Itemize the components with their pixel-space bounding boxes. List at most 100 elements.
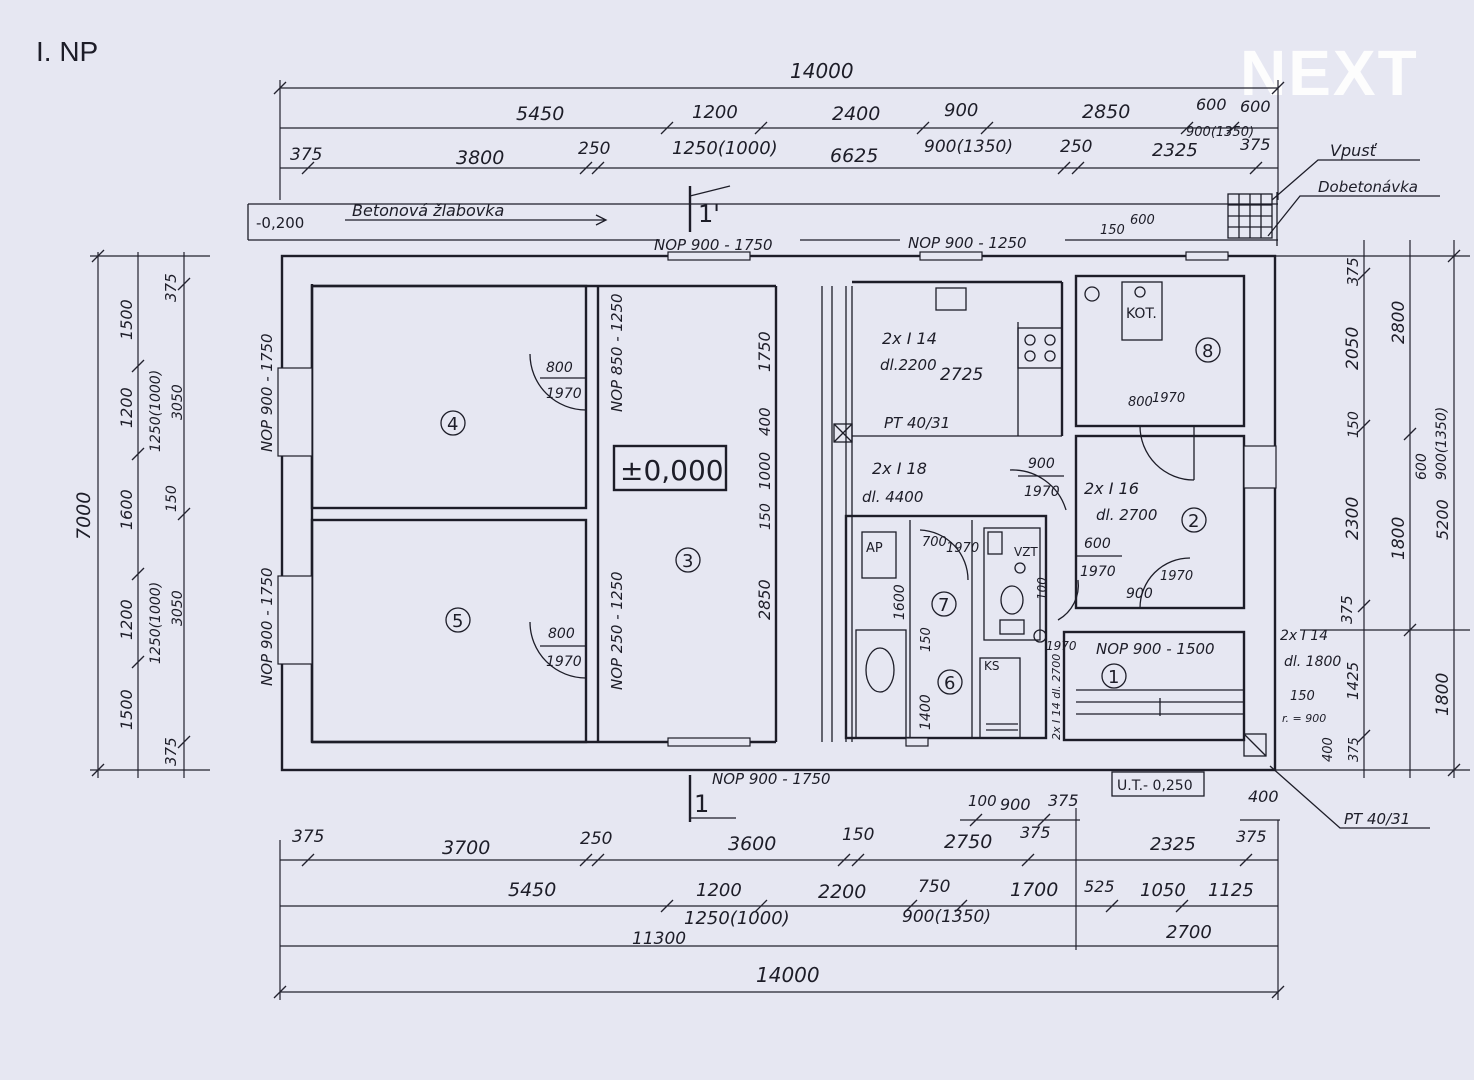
vzt-label: VZT (1014, 545, 1038, 559)
dim-top-r2-6: 600 (1196, 95, 1227, 114)
door-1970-b: 1970 (546, 654, 582, 670)
dim-bot-r3-1: 5450 (508, 879, 556, 901)
leader-lines-right (1267, 159, 1440, 237)
dim-bot-r2-5: 150 (842, 825, 874, 845)
gutter-label: Betonová žlabovka (352, 201, 504, 220)
door-900-b: 900 (1126, 586, 1153, 602)
vpust-label: Vpusť (1330, 141, 1378, 160)
dim-top-overall: 14000 (790, 59, 854, 83)
room-3-walls (774, 286, 853, 742)
dim-bot-r2-4: 3600 (728, 833, 776, 855)
door-1970-g: 1970 (1160, 569, 1193, 584)
dim-top-r3-1: 375 (290, 145, 322, 165)
section-bottom-label: 1 (694, 790, 709, 818)
dimension-lines-bottom (273, 808, 1285, 1000)
bottom-dimension-texts: 100 900 375 400 375 3700 250 3600 150 27… (292, 787, 1279, 987)
dimension-lines-right (1269, 240, 1470, 829)
kitchen-walls (833, 280, 1064, 443)
dim-right-r1-1: 375 (1344, 257, 1362, 286)
dim-right-r3-2: 900(1350) (1434, 407, 1450, 480)
dim-right-r3-1: 600 (1414, 453, 1430, 480)
gutter-strip (247, 192, 1278, 246)
dim-bot-r3-4: 750 (918, 877, 950, 897)
dim-right-r1-5: 375 (1338, 595, 1356, 624)
dim-right-r2-1: 2800 (1389, 301, 1409, 344)
dim-top-r3-5: 6625 (830, 145, 878, 167)
door-1970-d: 1970 (1024, 484, 1060, 500)
dim-bot-r1-2: 900 (1000, 795, 1031, 814)
dim-left-r3-3: 150 (164, 485, 180, 512)
room-8-label: 8 (1202, 341, 1213, 362)
door-800-a: 800 (546, 360, 573, 376)
dobetonavka-label: Dobetonávka (1318, 178, 1418, 196)
dim-v-150: 150 (758, 503, 774, 530)
dim-bot-r2-6: 2750 (944, 831, 992, 853)
door-800-b: 800 (548, 626, 575, 642)
room-side-labels: NOP 900 - 1750 NOP 900 - 1750 NOP 850 - … (258, 293, 1063, 740)
dim-bot-r3-5: 1700 (1010, 879, 1058, 901)
dim-right-r2-3: 1800 (1433, 673, 1453, 716)
dimension-lines-left (90, 249, 210, 778)
dim-v-1600: 1600 (892, 584, 908, 620)
top-labels: -0,200 Betonová žlabovka Vpusť Dobetonáv… (256, 141, 1418, 254)
dim-top-r3-6: 900(1350) (924, 137, 1013, 157)
dim-top-r3-8: 2325 (1152, 140, 1198, 161)
dim-bot-r1-4: 400 (1248, 787, 1279, 806)
stair-a: 150 (1290, 689, 1315, 704)
nop-room1: NOP 900 - 1500 (1096, 640, 1215, 658)
dim-left-r4-2: 3050 (170, 590, 186, 626)
dim-top-r2-1: 5450 (516, 103, 564, 125)
nop-room3-upper: NOP 850 - 1250 (608, 293, 626, 412)
room-8-walls (1074, 274, 1246, 481)
dim-right-r1-3: 150 (1346, 411, 1362, 438)
dim-bot-overall: 14000 (756, 963, 820, 987)
lintel-3a: 2x I 16 (1084, 479, 1139, 498)
section-marker-bottom (688, 775, 736, 822)
dim-top-r3-4: 1250(1000) (672, 138, 778, 159)
dim-bot-r3-7: 1050 (1140, 880, 1186, 901)
rooms-4-5-walls (310, 284, 776, 744)
nop-top-right: NOP 900 - 1250 (908, 234, 1027, 252)
left-dimension-texts: 7000 1500 1200 1600 1200 1500 375 1250(1… (73, 273, 186, 766)
dim-top-r2-3: 2400 (832, 103, 880, 125)
dim-left-r2-5: 1500 (117, 689, 136, 730)
room-annotations: KOT. AP VZT KS PT 40/31 PT 40/31 2x I 14… (694, 306, 1410, 828)
dim-bot-r2-8: 2325 (1150, 834, 1196, 855)
section-marker-top (688, 185, 731, 232)
lintel-2b: dl. 4400 (862, 488, 923, 506)
dim-left-r2-3: 1600 (117, 489, 136, 530)
ap-label: AP (866, 541, 883, 556)
room-2-label: 2 (1188, 511, 1199, 532)
room-1-label: 1 (1108, 667, 1119, 688)
dim-left-r4-1: 3050 (170, 384, 186, 420)
lintel-1a: 2x I 14 (882, 329, 937, 348)
door-dimensions: 800 1970 800 1970 900 1970 600 1970 900 … (540, 360, 1193, 670)
dim-bot-r3-2: 1200 (696, 880, 742, 901)
floor-drain-grate (1227, 193, 1273, 239)
dim-right-r1-8: 375 (1347, 737, 1362, 762)
door-swings (529, 353, 1079, 679)
door-800-c: 800 (1128, 395, 1153, 410)
dim-bot-r3-6: 525 (1084, 877, 1115, 896)
dim-right-r1-6: 1425 (1344, 662, 1362, 700)
level-entry-box: U.T.- 0,250 (1111, 771, 1205, 797)
dim-bot-r4-3: 900(1350) (902, 907, 991, 927)
door-1970-h: 1970 (1152, 391, 1185, 406)
dim-bot-r3-3: 2200 (818, 881, 866, 903)
dim-bot-r2-1: 375 (292, 827, 324, 847)
door-1970-f: 1970 (1080, 564, 1116, 580)
level-entry: U.T.- 0,250 (1117, 778, 1193, 794)
dim-left-r2-1: 1500 (117, 299, 136, 340)
door-600: 600 (1084, 536, 1111, 552)
nop-bottom: NOP 900 - 1750 (712, 770, 831, 788)
nop-top-left: NOP 900 - 1750 (654, 236, 773, 254)
pt-upper: PT 40/31 (884, 414, 950, 432)
dim-left-r3-2: 1250(1000) (148, 370, 164, 452)
dim-left-r3-1: 375 (162, 273, 180, 302)
dim-top-r3-10: 375 (1240, 135, 1271, 154)
level-main: ±0,000 (620, 454, 724, 487)
dim-v-2x14: 2x I 14 dl. 2700 (1050, 654, 1063, 740)
nop-left-upper: NOP 900 - 1750 (258, 333, 276, 452)
dim-600-top: 600 (1130, 213, 1155, 228)
